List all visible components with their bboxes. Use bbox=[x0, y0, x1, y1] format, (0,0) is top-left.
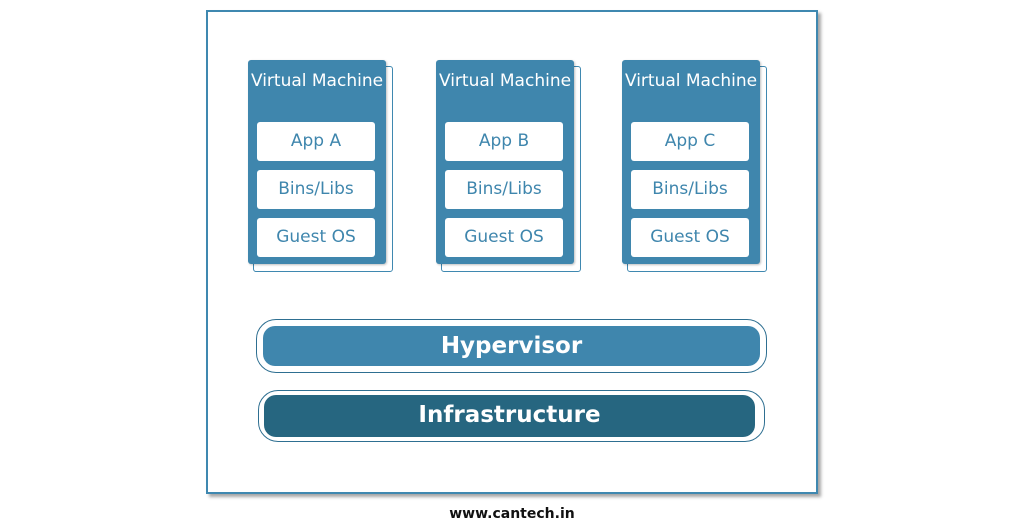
virtual-machine-b: Virtual Machine App B Bins/Libs Guest OS bbox=[436, 60, 581, 272]
vm-card: Virtual Machine App C Bins/Libs Guest OS bbox=[622, 60, 760, 264]
vm-layer-app: App C bbox=[631, 122, 749, 161]
hypervisor-bar: Hypervisor bbox=[263, 326, 760, 366]
vm-card: Virtual Machine App B Bins/Libs Guest OS bbox=[436, 60, 574, 264]
vm-card: Virtual Machine App A Bins/Libs Guest OS bbox=[248, 60, 386, 264]
vm-layer-guest-os: Guest OS bbox=[445, 218, 563, 257]
website-footer: www.cantech.in bbox=[449, 506, 575, 522]
vm-layer-guest-os: Guest OS bbox=[631, 218, 749, 257]
vm-layer-guest-os: Guest OS bbox=[257, 218, 375, 257]
vm-title: Virtual Machine bbox=[624, 71, 758, 91]
vm-title: Virtual Machine bbox=[438, 71, 572, 91]
vm-layer-app: App A bbox=[257, 122, 375, 161]
vm-title: Virtual Machine bbox=[250, 71, 384, 91]
diagram-frame: Virtual Machine App A Bins/Libs Guest OS… bbox=[206, 10, 818, 494]
vm-layer-bins-libs: Bins/Libs bbox=[445, 170, 563, 209]
vm-layer-app: App B bbox=[445, 122, 563, 161]
virtual-machine-a: Virtual Machine App A Bins/Libs Guest OS bbox=[248, 60, 393, 272]
vm-layer-bins-libs: Bins/Libs bbox=[257, 170, 375, 209]
vm-layer-bins-libs: Bins/Libs bbox=[631, 170, 749, 209]
infrastructure-bar: Infrastructure bbox=[264, 395, 755, 437]
virtual-machine-c: Virtual Machine App C Bins/Libs Guest OS bbox=[622, 60, 767, 272]
